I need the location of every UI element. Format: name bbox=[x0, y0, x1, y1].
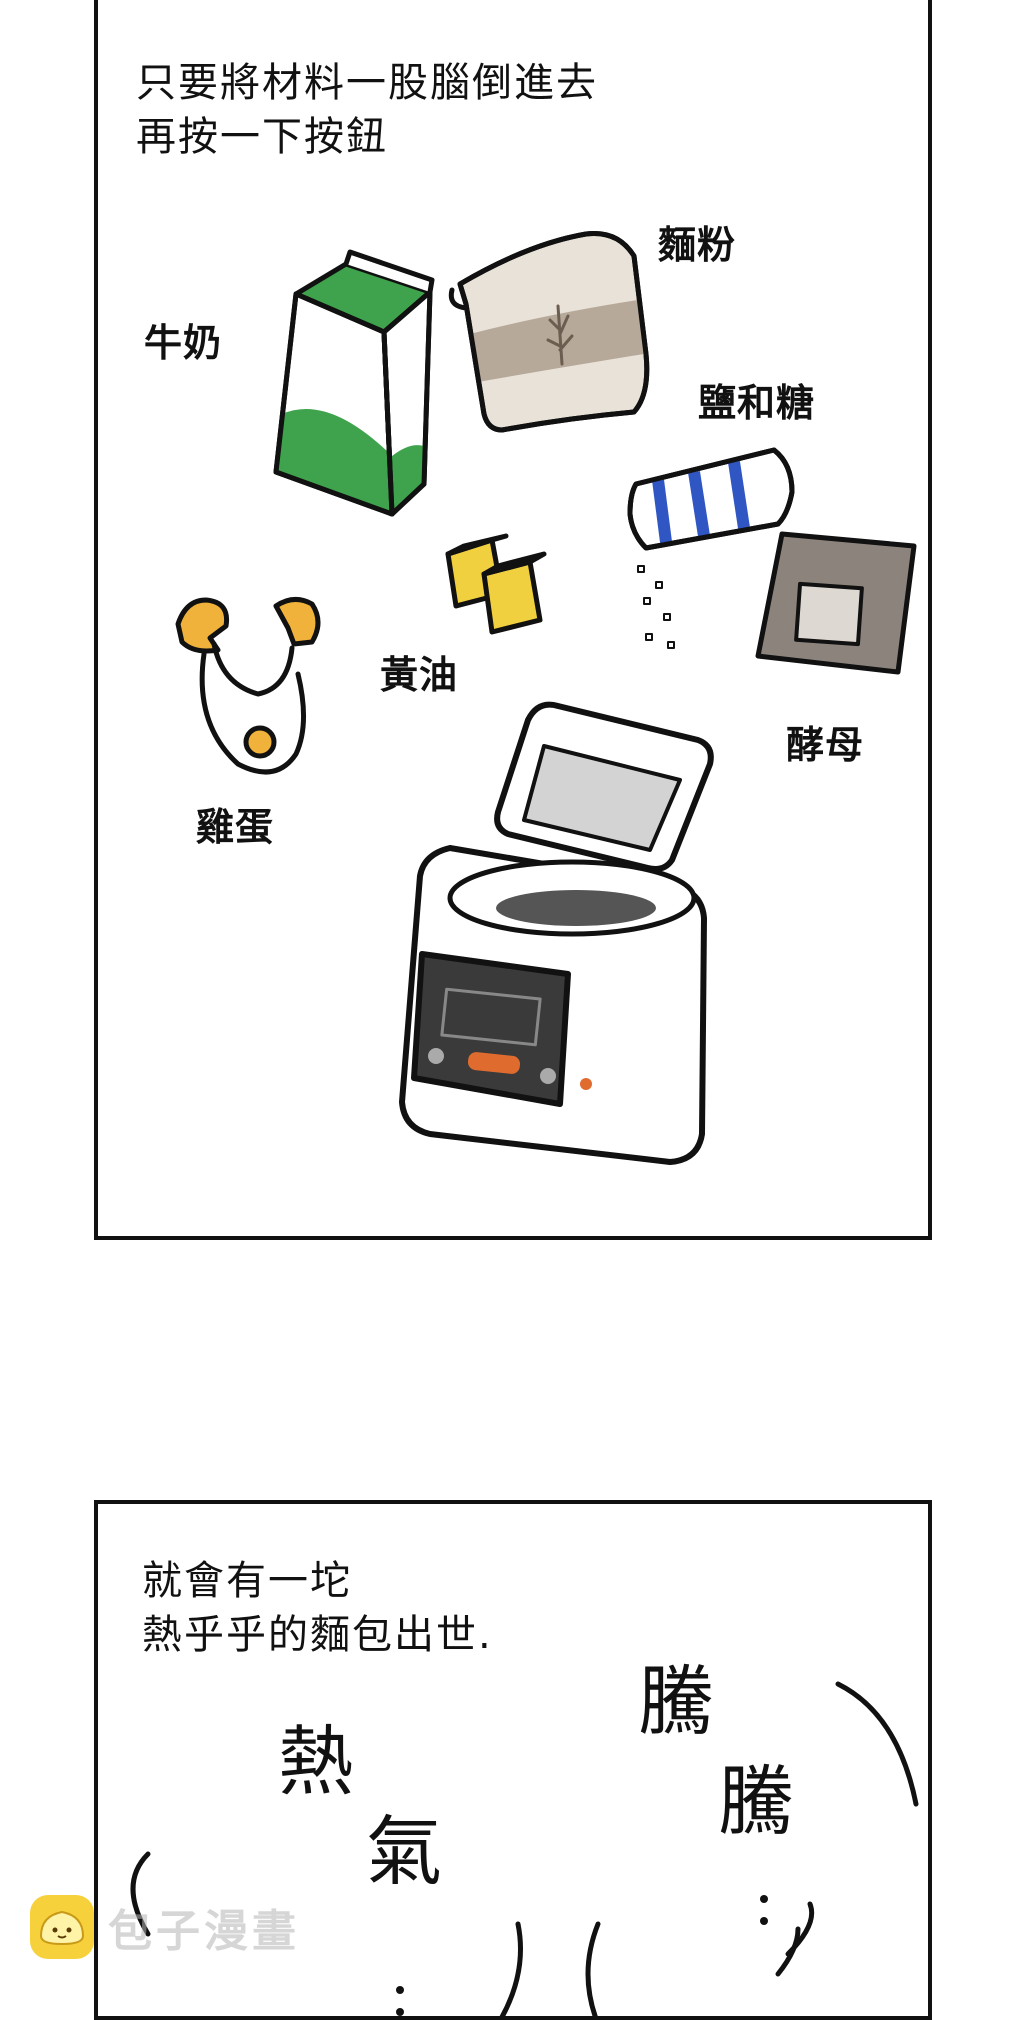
narration-box: 就會有一坨 熱乎乎的麵包出世. bbox=[142, 1554, 493, 1662]
comic-panel-ingredients: 只要將材料一股腦倒進去 再按一下按鈕 bbox=[94, 0, 932, 1240]
label-salt-sugar: 鹽和糖 bbox=[698, 381, 816, 425]
label-eggs: 雞蛋 bbox=[196, 805, 275, 849]
narration-line: 就會有一坨 bbox=[142, 1558, 352, 1604]
bun-logo-icon bbox=[30, 1895, 94, 1959]
narration-box: 只要將材料一股腦倒進去 再按一下按鈕 bbox=[136, 56, 598, 164]
comic-panel-steam: 就會有一坨 熱乎乎的麵包出世. 熱 氣 騰 騰 bbox=[94, 1500, 932, 2020]
label-butter: 黃油 bbox=[380, 653, 459, 697]
sfx-character: 熱 bbox=[278, 1717, 354, 1806]
ingredients-illustration bbox=[175, 230, 917, 1165]
sfx-character: 氣 bbox=[366, 1807, 442, 1896]
watermark-text: 包子漫畫 bbox=[108, 1906, 300, 1957]
ellipsis-dots bbox=[396, 1895, 768, 2016]
narration-line: 只要將材料一股腦倒進去 bbox=[136, 60, 598, 106]
narration-line: 再按一下按鈕 bbox=[136, 114, 388, 160]
sfx-character: 騰 bbox=[638, 1657, 714, 1746]
eggs-icon bbox=[175, 597, 321, 775]
label-yeast: 酵母 bbox=[786, 723, 865, 767]
label-flour: 麵粉 bbox=[658, 223, 737, 267]
flour-bag-icon bbox=[448, 230, 650, 433]
butter-icon bbox=[445, 533, 547, 635]
label-milk: 牛奶 bbox=[144, 321, 223, 365]
steam-cloud-icon bbox=[130, 1681, 919, 2016]
narration-line: 熱乎乎的麵包出世. bbox=[142, 1612, 493, 1658]
salt-shaker-icon bbox=[627, 447, 795, 649]
sfx-character: 騰 bbox=[718, 1757, 794, 1846]
milk-carton-icon bbox=[273, 249, 435, 517]
watermark: 包子漫畫 bbox=[30, 1895, 300, 1959]
bread-machine-icon bbox=[399, 701, 714, 1165]
yeast-packet-icon bbox=[755, 531, 917, 675]
